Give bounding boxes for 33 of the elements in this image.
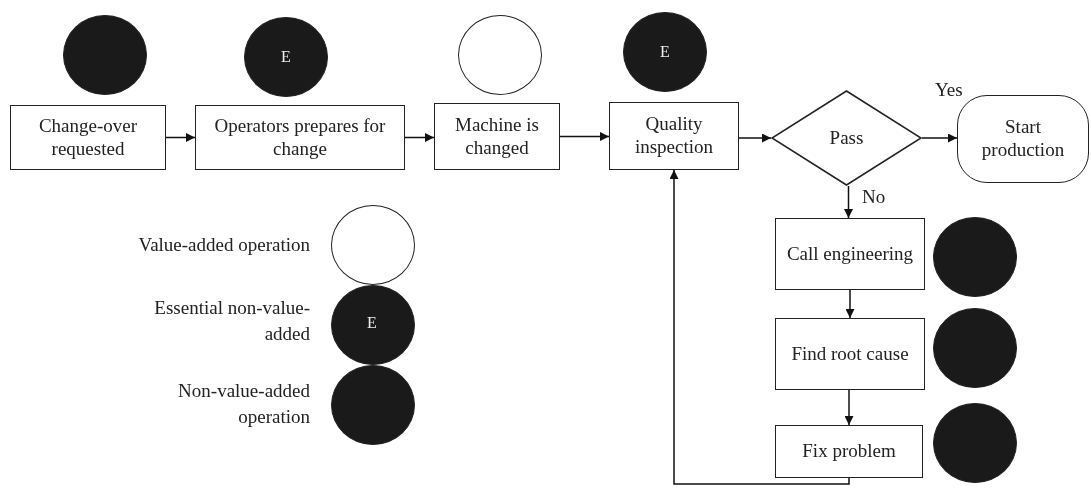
process-box: [775, 218, 925, 290]
arrow: [669, 169, 850, 485]
arrow: [404, 133, 435, 142]
node-label: Change-over requested: [37, 114, 139, 161]
decision-diamond: [771, 90, 922, 186]
legend-symbol-letter: E: [367, 314, 377, 332]
node-label: E: [660, 42, 670, 62]
process-box: [775, 425, 923, 478]
process-box: [10, 105, 166, 170]
node-label: Pass: [829, 126, 864, 150]
legend-label: Value-added operation: [137, 233, 310, 257]
node-label: Call engineering: [786, 242, 914, 266]
process-box: [195, 105, 405, 170]
arrow: [844, 389, 854, 426]
process-box: [775, 318, 925, 390]
node-label: Operators prepares for change: [213, 114, 387, 161]
node-label: Quality inspection: [633, 113, 715, 159]
arrow: [921, 133, 958, 143]
legend-label: Essential non-value-added: [153, 296, 310, 346]
arrow: [844, 185, 853, 219]
arrow: [845, 289, 855, 319]
process-box: [609, 102, 739, 170]
legend-label: Non-value-added operation: [177, 379, 310, 429]
node-label: Find root cause: [791, 342, 909, 366]
process-box: [434, 103, 560, 170]
node-label: E: [281, 47, 291, 67]
node-label: Machine is changed: [454, 113, 540, 160]
arrow: [165, 133, 196, 142]
node-label: Fix problem: [802, 440, 896, 463]
node-label: Start production: [980, 116, 1066, 162]
arrow: [559, 132, 610, 141]
terminal-box: [957, 95, 1089, 183]
arrow: [738, 133, 772, 143]
